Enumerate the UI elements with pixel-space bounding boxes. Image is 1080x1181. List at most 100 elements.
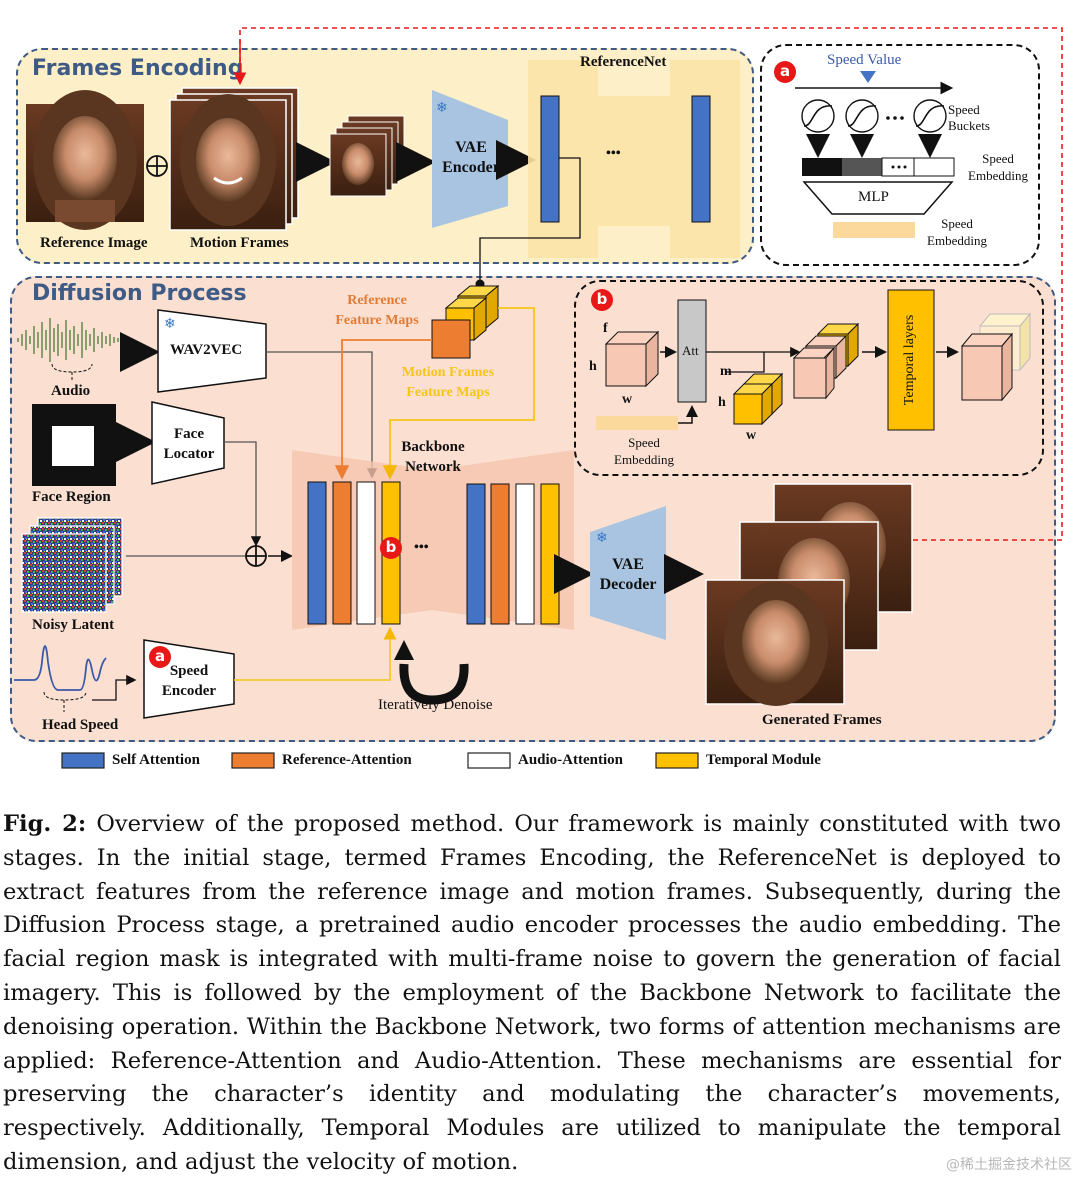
reference-feature-maps-label: Reference Feature Maps	[322, 291, 432, 331]
generated-frames-label: Generated Frames	[762, 712, 882, 728]
frozen-icon: ❄	[596, 530, 608, 546]
legend-swatch-self-attention	[61, 752, 105, 769]
reference-image	[26, 90, 144, 230]
face-locator-line2: Locator	[163, 446, 215, 462]
panel-b-speed-embedding-line2: Embedding	[614, 452, 674, 467]
speed-embedding-output	[833, 222, 915, 238]
backbone-self-attention-2	[466, 483, 486, 625]
vae-decoder	[590, 506, 666, 640]
reference-image-label: Reference Image	[40, 235, 148, 251]
face-locator	[151, 401, 225, 485]
head-speed-curve	[14, 645, 107, 691]
speed-encoder-line2: Encoder	[161, 683, 217, 699]
dim-w-label: w	[622, 392, 633, 407]
face-locator-label: Face Locator	[156, 424, 222, 464]
motion-frames-label: Motion Frames	[190, 235, 289, 251]
figure-caption: Fig. 2: Overview of the proposed method.…	[3, 808, 1061, 1180]
backbone-network-line2: Network	[405, 459, 461, 475]
backbone-ellipsis: •••	[414, 540, 429, 555]
backbone-network-line1: Backbone	[401, 439, 465, 455]
panel-a-badge: a	[774, 61, 796, 83]
backbone-reference-attention-2	[490, 483, 510, 625]
noisy-latent-stack	[21, 517, 123, 613]
backbone-self-attention-1	[307, 481, 327, 625]
caption-label: Fig. 2:	[3, 811, 87, 837]
wav2vec-encoder	[157, 309, 267, 393]
audio-label: Audio	[51, 383, 91, 399]
reference-feature-maps-line1: Reference	[347, 293, 407, 308]
legend-label-self-attention: Self Attention	[112, 752, 200, 768]
speed-encoder-badge: a	[149, 646, 171, 668]
reference-feature-maps-cubes	[431, 284, 500, 359]
reference-feature-maps-line2: Feature Maps	[335, 313, 419, 328]
motion-frames-feature-maps-label: Motion Frames Feature Maps	[388, 363, 508, 403]
att-label: Att	[682, 343, 699, 358]
vae-decoder-line2: Decoder	[599, 576, 657, 593]
iteratively-denoise-label: Iteratively Denoise	[378, 697, 493, 713]
speed-embedding-bottom-line1: Speed	[941, 216, 973, 231]
input-feature-cube	[604, 330, 660, 388]
legend-label-audio-attention: Audio-Attention	[518, 752, 624, 768]
frozen-icon: ❄	[164, 316, 176, 332]
motion-frames-feature-maps-line2: Feature Maps	[406, 385, 490, 400]
backbone-network-label: Backbone Network	[390, 437, 476, 477]
method-overview-diagram: Frames Encoding Diffusion Process	[10, 27, 1063, 769]
dim-h-label: h	[589, 359, 597, 374]
legend-label-reference-attention: Reference-Attention	[282, 752, 412, 768]
speed-buckets-label: Speed Buckets	[948, 102, 990, 134]
vae-encoder-label-line2: Encoder	[442, 159, 500, 176]
dim-m-label: m	[720, 364, 732, 379]
speed-embedding-top-line1: Speed	[982, 151, 1014, 166]
panel-b-speed-embedding-line1: Speed	[628, 435, 660, 450]
motion-frames-feature-maps-line1: Motion Frames	[401, 365, 495, 380]
head-speed-label: Head Speed	[42, 717, 119, 733]
speed-bucket-curves	[801, 99, 947, 133]
vae-encoder-label-line1: VAE	[455, 139, 487, 156]
speed-embedding-bottom-label: Speed Embedding	[920, 215, 994, 249]
speed-encoder-label: Speed Encoder	[154, 661, 224, 701]
diagram-shapes	[14, 27, 1063, 769]
noisy-latent-label: Noisy Latent	[32, 617, 115, 633]
frozen-icon: ❄	[436, 100, 448, 116]
vae-decoder-label: VAE Decoder	[594, 555, 662, 595]
speed-value-label: Speed Value	[827, 52, 902, 68]
small-frames-stack	[329, 115, 405, 197]
speed-embedding-bar	[802, 157, 955, 177]
frames-encoding-title: Frames Encoding	[32, 56, 244, 81]
backbone-audio-attention-2	[515, 483, 535, 625]
dim-f-label: f	[603, 321, 608, 336]
legend-swatch-reference-attention	[231, 752, 275, 769]
backbone-reference-attention-1	[332, 481, 352, 625]
legend-swatch-temporal-module	[655, 752, 699, 769]
dim-w2-label: w	[746, 428, 757, 443]
wav2vec-label: WAV2VEC	[170, 342, 243, 358]
audio-waveform	[17, 318, 123, 362]
attention-block	[677, 299, 707, 403]
watermark: @稀土掘金技术社区	[946, 1157, 1072, 1173]
speed-embedding-top-label: Speed Embedding	[962, 150, 1034, 184]
stacked-feature-cubes	[792, 322, 860, 400]
legend-label-temporal-module: Temporal Module	[706, 752, 821, 768]
panel-b-speed-embedding-label: Speed Embedding	[604, 434, 684, 468]
dim-h2-label: h	[718, 395, 726, 410]
generated-frames-stack	[705, 483, 913, 706]
iterative-denoise-arrow	[399, 663, 469, 705]
speed-buckets-line2: Buckets	[948, 118, 990, 133]
referencenet-ellipsis: •••	[606, 146, 621, 161]
face-locator-line1: Face	[174, 426, 204, 442]
speed-embedding-top-line2: Embedding	[968, 168, 1028, 183]
vae-encoder	[432, 90, 508, 228]
legend-swatch-audio-attention	[467, 752, 511, 769]
motion-frames-stack	[169, 87, 299, 231]
reshaped-feature-cube	[732, 372, 784, 426]
backbone-audio-attention-1	[356, 481, 376, 625]
referencenet-layer-right	[691, 95, 711, 223]
backbone-temporal-module-2	[540, 483, 560, 625]
speed-buckets-line1: Speed	[948, 102, 980, 117]
motion-frames-feedback-link	[239, 27, 1063, 541]
output-feature-cubes	[960, 312, 1032, 402]
referencenet-layer-left	[540, 95, 560, 223]
temporal-module-badge: b	[380, 537, 402, 559]
speed-encoder-line1: Speed	[169, 663, 209, 679]
diffusion-process-title: Diffusion Process	[32, 281, 247, 306]
